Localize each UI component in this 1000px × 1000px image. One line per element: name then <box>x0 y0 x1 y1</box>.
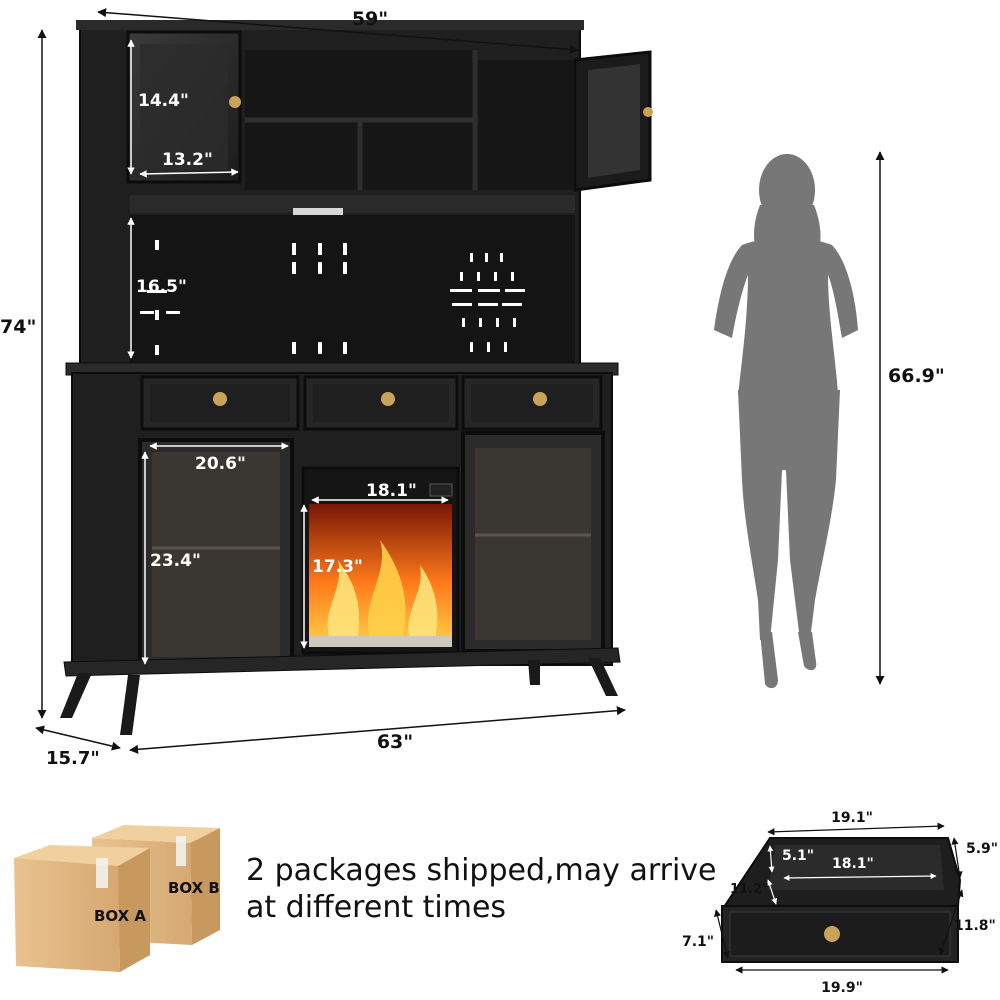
drawer-inner-depth-label: 11.2" <box>730 882 769 897</box>
pegboard <box>130 215 575 363</box>
upper-door-height-label: 14.4" <box>138 91 189 111</box>
drawer-inner-depth-mark-label: 5.1" <box>782 848 814 864</box>
top-width-label: 59" <box>352 8 388 30</box>
drawer-dimension-lines <box>714 822 964 974</box>
knob-icon <box>643 107 653 117</box>
lower-door-width-label: 20.6" <box>195 454 246 474</box>
box-a-label: BOX A <box>94 907 146 925</box>
knob-icon <box>213 392 227 406</box>
knob-icon <box>381 392 395 406</box>
leg <box>120 675 140 735</box>
hutch-dimension-lines <box>35 8 626 754</box>
hutch-cabinet <box>60 20 653 735</box>
upper-door-width-label: 13.2" <box>162 150 213 170</box>
shipping-note-line1: 2 packages shipped,may arrive <box>246 853 717 888</box>
total-height-label: 74" <box>0 316 36 338</box>
lower-right-glass-door <box>461 431 605 653</box>
fireplace-width-label: 18.1" <box>366 481 417 501</box>
upper-left-glass-door <box>126 30 242 184</box>
upper-open-shelves <box>245 50 573 190</box>
top-drawers <box>140 375 603 431</box>
upper-right-glass-door-open <box>573 50 653 192</box>
knob-icon <box>533 392 547 406</box>
person-height-label: 66.9" <box>888 365 945 387</box>
interior-dimension-lines <box>127 39 449 665</box>
drawer-front-height-label: 7.1" <box>682 934 714 950</box>
leg <box>528 660 540 685</box>
woman-silhouette-icon <box>714 154 858 689</box>
box-b-label: BOX B <box>168 879 220 897</box>
box-a-icon <box>14 845 150 972</box>
lower-door-height-label: 23.4" <box>150 551 201 571</box>
depth-label: 15.7" <box>46 748 100 769</box>
leg <box>60 673 92 718</box>
pegboard-height-label: 16.5" <box>136 277 187 297</box>
shipping-note-line2: at different times <box>246 890 506 925</box>
leg <box>588 658 618 696</box>
drawer-inner-width-label: 18.1" <box>832 856 874 872</box>
drawer-height-label: 5.9" <box>966 841 998 857</box>
lower-left-glass-door <box>138 438 294 670</box>
knob-icon <box>824 926 840 942</box>
drawer-interior-lines <box>766 845 937 905</box>
drawer-side-depth-label: 11.8" <box>954 918 996 934</box>
drawer-bottom-width-label: 19.9" <box>821 980 863 996</box>
fireplace-height-label: 17.3" <box>312 557 363 577</box>
drawer-top-width-label: 19.1" <box>831 810 873 826</box>
bottom-width-label: 63" <box>377 731 413 753</box>
knob-icon <box>229 96 241 108</box>
